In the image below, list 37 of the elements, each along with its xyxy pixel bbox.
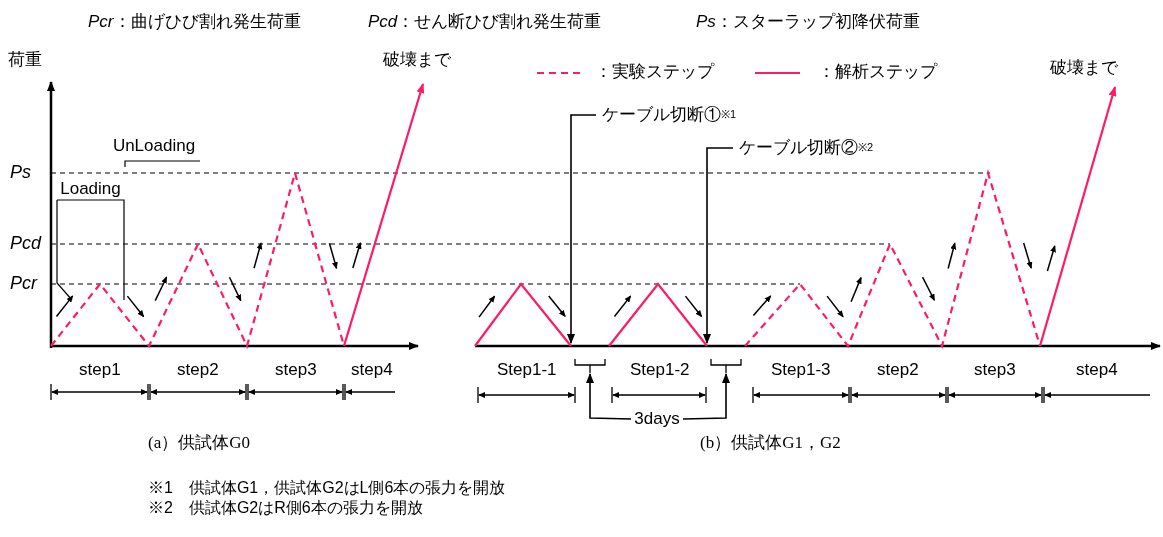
callout-label: 3days [631,409,683,429]
callout-label: ケーブル切断②$^{※2}$ [733,135,879,161]
leader-line [124,160,201,168]
title-text: Pcr：曲げひび割れ発生荷重 [88,12,301,33]
step-label: Step1-2 [630,360,690,381]
level-label: Pcd [10,233,42,255]
step-label: step1 [79,360,121,381]
title-text: Pcd：せん断ひび割れ発生荷重 [368,12,602,33]
step-label: Step1-3 [771,360,831,381]
callout-label: UnLoading [108,132,200,161]
title-text: Ps：スターラップ初降伏荷重 [696,12,920,33]
step-label: step4 [351,360,393,381]
leader-line [56,199,73,301]
annotation-label: 破壊まで [1050,58,1118,79]
step-label: step4 [1076,360,1118,381]
level-label: Pcr [10,273,37,295]
callout-label: Loading [57,178,124,200]
step-label: step3 [275,360,317,381]
step-label: step2 [177,360,219,381]
caption: (b）供試体G1，G2 [700,433,841,454]
annotation-label: 破壊まで [383,50,451,71]
step-label: step3 [974,360,1016,381]
level-label: Ps [10,162,31,184]
step-label: Step1-1 [497,360,557,381]
legend-label: ：実験ステップ [595,62,714,83]
step-label: step2 [877,360,919,381]
caption: (a）供試体G0 [148,433,250,454]
arrow [586,373,632,420]
leader-line [56,199,125,301]
arrow [567,114,597,344]
callout-label: ケーブル切断①$^{※1}$ [596,102,742,128]
footnote: ※2 供試体G2はR側6本の張力を開放 [148,498,423,518]
arrow [682,373,730,420]
legend-label: ：解析ステップ [818,62,937,83]
arrow [703,147,734,344]
footnote: ※1 供試体G1，供試体G2はL側6本の張力を開放 [148,478,506,498]
axis-label: 荷重 [8,50,42,71]
